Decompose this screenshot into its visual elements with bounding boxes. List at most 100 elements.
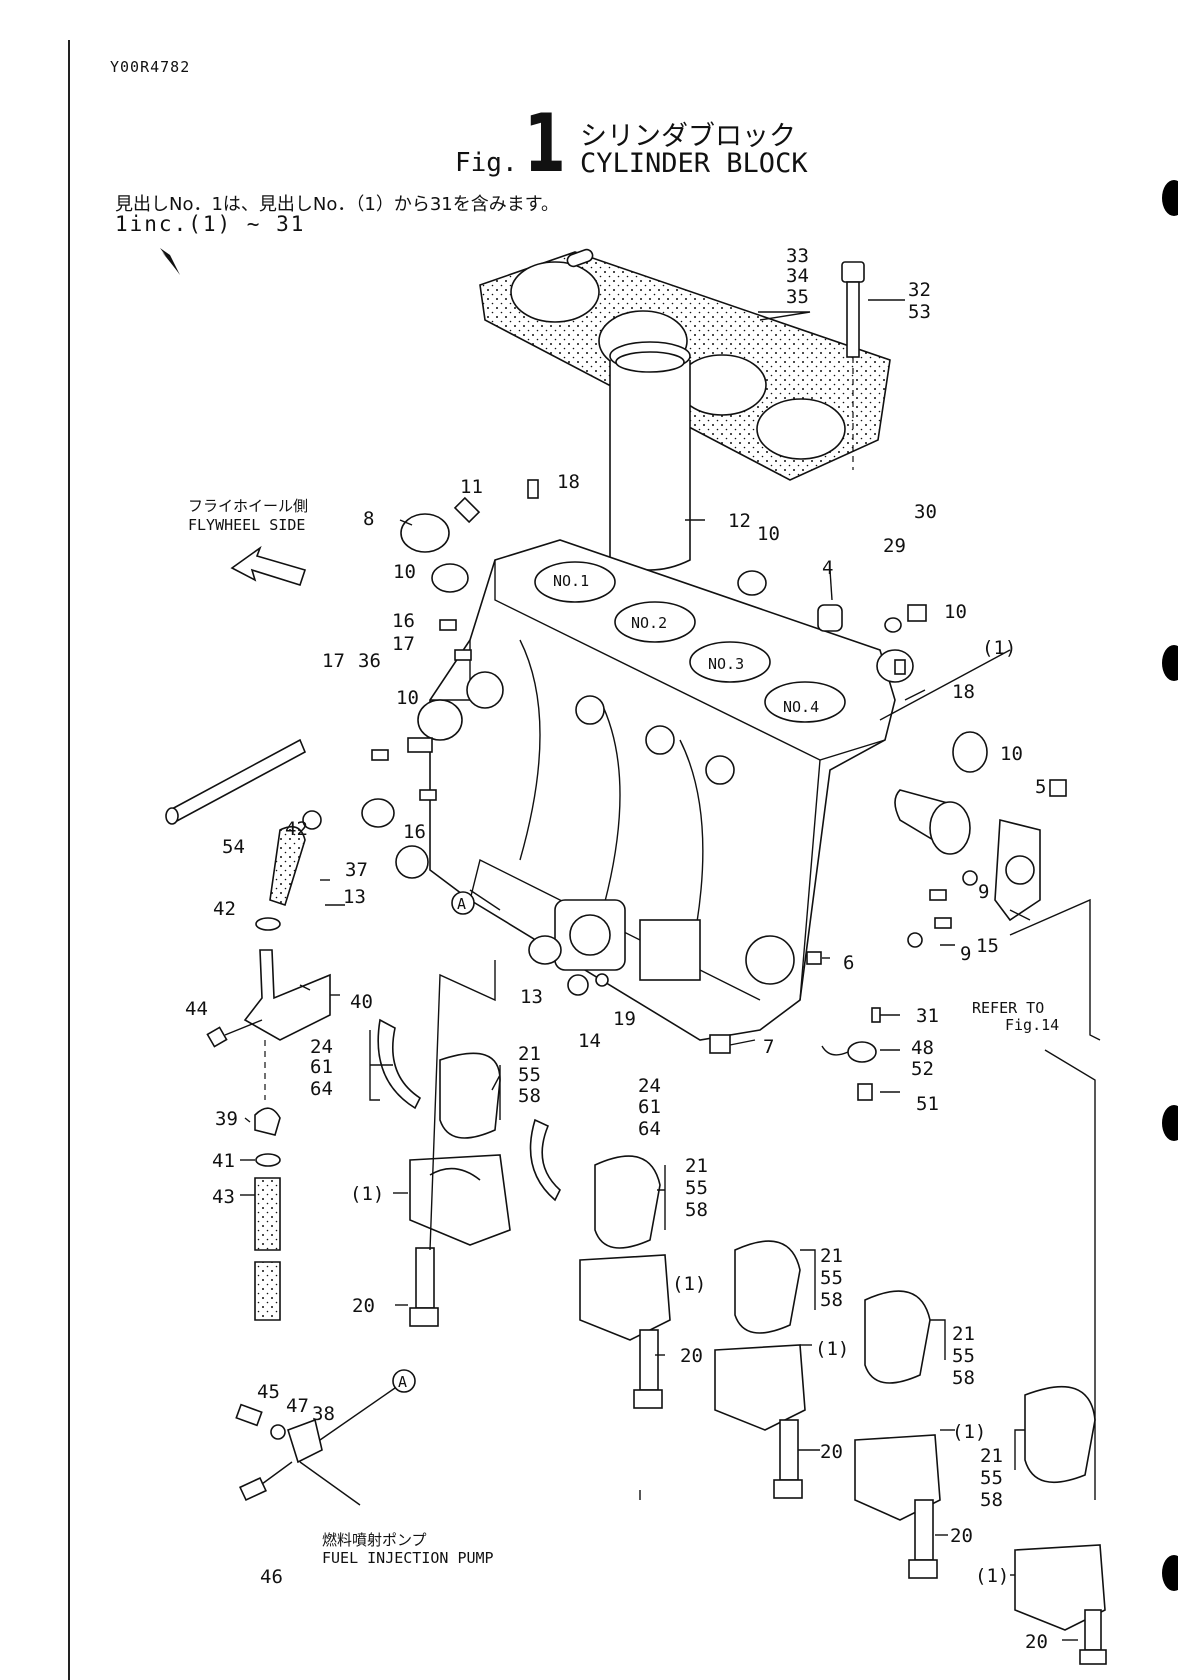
flywheel-label-ja: フライホイール側 bbox=[188, 497, 308, 515]
leader-lines bbox=[240, 299, 1101, 1641]
callout: 34 bbox=[786, 265, 809, 287]
callout: 7 bbox=[763, 1036, 774, 1058]
main-cap-1 bbox=[579, 1254, 671, 1341]
callout: 21 bbox=[685, 1155, 708, 1177]
callout: 54 bbox=[222, 836, 245, 858]
hose-37 bbox=[269, 825, 306, 907]
pin-17 bbox=[454, 649, 472, 661]
callout: (1) bbox=[815, 1338, 849, 1360]
callout: 55 bbox=[952, 1345, 975, 1367]
stud-11 bbox=[453, 496, 481, 524]
callout: 4 bbox=[822, 557, 833, 579]
callout: 13 bbox=[343, 886, 366, 908]
bracket-38 bbox=[287, 1418, 323, 1464]
cylinder-label: NO.1 bbox=[553, 572, 589, 590]
drawing-code: Y00R4782 bbox=[110, 58, 191, 76]
flywheel-arrow-icon bbox=[230, 545, 307, 586]
callout: 18 bbox=[952, 681, 975, 703]
plug-14 bbox=[567, 974, 589, 996]
callout: 14 bbox=[578, 1030, 601, 1052]
callout: 58 bbox=[820, 1289, 843, 1311]
pump-bracket bbox=[235, 1387, 396, 1506]
plug-10 bbox=[737, 570, 767, 596]
callout: 21 bbox=[518, 1043, 541, 1065]
binding-hole-mark bbox=[1162, 1105, 1178, 1141]
callout: 47 bbox=[286, 1395, 309, 1417]
pin-16 bbox=[439, 619, 457, 631]
cap-bolt-20 bbox=[779, 1419, 799, 1481]
callout: 55 bbox=[685, 1177, 708, 1199]
refer-note: REFER TO Fig.14 bbox=[972, 999, 1059, 1034]
callout: 37 bbox=[345, 859, 368, 881]
callout: 13 bbox=[520, 986, 543, 1008]
marker-A-label: A bbox=[398, 1373, 407, 1391]
plug-10 bbox=[417, 699, 463, 741]
pin-16 bbox=[419, 789, 437, 801]
callout-numbers: 33 34 35 32 53 8 11 18 12 10 10 4 29 30 … bbox=[185, 245, 1048, 1653]
figure-prefix: Fig. bbox=[455, 148, 518, 178]
plug-9 bbox=[962, 870, 978, 886]
callout: 29 bbox=[883, 535, 906, 557]
callout: 58 bbox=[980, 1489, 1003, 1511]
thrust-washer-24 bbox=[529, 1118, 561, 1202]
cap-bolt-20 bbox=[639, 1329, 659, 1391]
cover-bolt bbox=[1049, 779, 1067, 797]
callout: (1) bbox=[672, 1273, 706, 1295]
callout: 42 bbox=[285, 818, 308, 840]
margin-rule bbox=[68, 40, 70, 1680]
cylinder-label: NO.4 bbox=[783, 698, 819, 716]
figure-number: 1 bbox=[524, 97, 566, 190]
callout: 32 bbox=[908, 279, 931, 301]
callout: 17 bbox=[392, 633, 415, 655]
cap-bolt-20 bbox=[415, 1247, 435, 1309]
flywheel-side-indicator: フライホイール側 FLYWHEEL SIDE bbox=[188, 497, 308, 586]
refer-line1: REFER TO bbox=[972, 999, 1044, 1017]
bearing-parts bbox=[377, 1018, 1107, 1665]
main-cap-1 bbox=[714, 1344, 806, 1431]
bolt-44 bbox=[206, 1026, 228, 1048]
callout: 24 bbox=[310, 1036, 333, 1058]
inclusion-note-english: 1inc.(1) ~ 31 bbox=[115, 212, 306, 236]
callout: 36 bbox=[358, 650, 381, 672]
washer-29 bbox=[884, 617, 902, 633]
pin-15 bbox=[934, 917, 952, 929]
callout: 24 bbox=[638, 1075, 661, 1097]
callout: (1) bbox=[952, 1421, 986, 1443]
callout: 61 bbox=[638, 1096, 661, 1118]
pump-label: 燃料噴射ポンプ FUEL INJECTION PUMP bbox=[322, 1531, 494, 1567]
callout: 17 bbox=[322, 650, 345, 672]
callout: 8 bbox=[363, 508, 374, 530]
binding-hole-mark bbox=[1162, 1555, 1178, 1591]
hose-43 bbox=[254, 1177, 281, 1251]
callout: 35 bbox=[786, 286, 809, 308]
callout: 16 bbox=[403, 821, 426, 843]
marker-A-pump: A bbox=[392, 1369, 416, 1393]
callout: 20 bbox=[1025, 1631, 1048, 1653]
callout: 38 bbox=[312, 1403, 335, 1425]
callout: 58 bbox=[685, 1199, 708, 1221]
bearing-21 bbox=[1024, 1385, 1096, 1484]
callout: 6 bbox=[843, 952, 854, 974]
washer-19 bbox=[595, 973, 609, 987]
orientation-arrow bbox=[162, 252, 178, 272]
bolt-51 bbox=[857, 1083, 873, 1101]
bracket-40 bbox=[243, 949, 331, 1041]
callout: 64 bbox=[310, 1078, 333, 1100]
callout: 64 bbox=[638, 1118, 661, 1140]
bolt-45 bbox=[235, 1403, 263, 1427]
callout: 44 bbox=[185, 998, 208, 1020]
clamp-42 bbox=[255, 917, 281, 931]
pump-label-en: FUEL INJECTION PUMP bbox=[322, 1549, 494, 1567]
callout: 61 bbox=[310, 1056, 333, 1078]
callout: 33 bbox=[786, 245, 809, 267]
title-english: CYLINDER BLOCK bbox=[580, 148, 808, 179]
callout: 55 bbox=[980, 1467, 1003, 1489]
callout: (1) bbox=[350, 1183, 384, 1205]
callout: 31 bbox=[916, 1005, 939, 1027]
cylinder-label: NO.2 bbox=[631, 614, 667, 632]
bearing-21 bbox=[594, 1155, 661, 1249]
bolt-30 bbox=[907, 604, 927, 622]
plug-8 bbox=[400, 513, 450, 553]
bearing-21 bbox=[864, 1290, 931, 1384]
callout: 51 bbox=[916, 1093, 939, 1115]
